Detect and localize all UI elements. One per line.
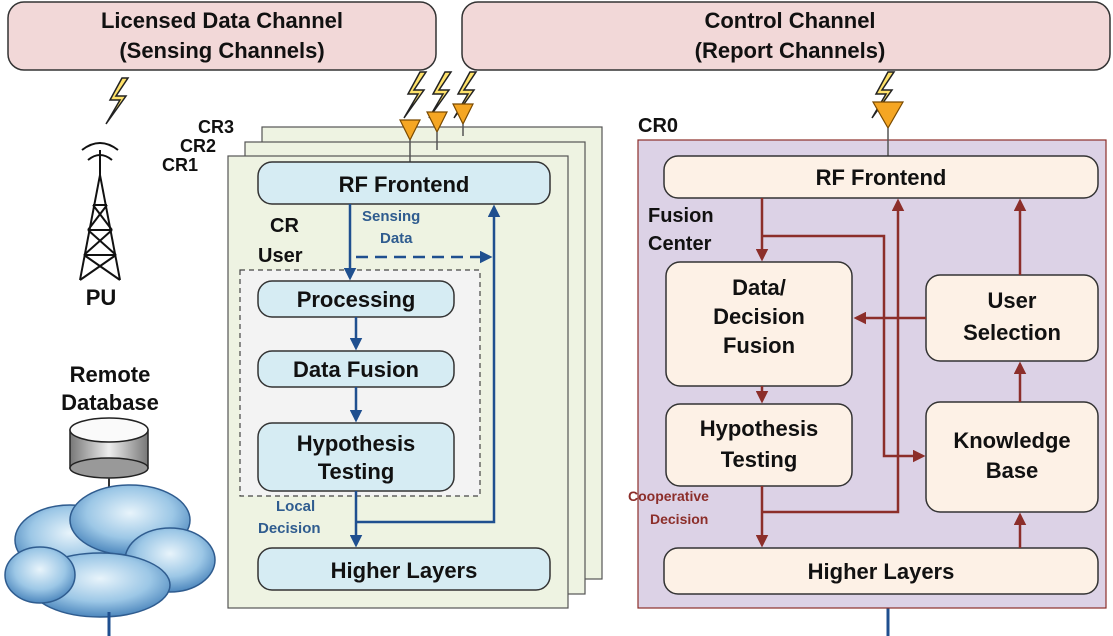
lightning-icon [428, 71, 453, 119]
cr0-label: CR0 [638, 115, 678, 137]
processing-label: Processing [297, 287, 416, 312]
fusion-box-label-line2: Decision [713, 304, 805, 329]
control-channel-subtitle: (Report Channels) [695, 38, 886, 63]
cr-hypothesis-label-line1: Hypothesis [297, 431, 416, 456]
local-decision-label-line2: Decision [258, 520, 321, 537]
user-selection-label-line2: Selection [963, 320, 1061, 345]
cr-hypothesis-label-line2: Testing [318, 459, 395, 484]
antenna-icon [399, 119, 421, 142]
control-channel-title: Control Channel [704, 8, 875, 33]
lightning-icon [403, 71, 428, 119]
antenna-icon [452, 103, 474, 126]
antenna-icon [426, 111, 448, 134]
licensed-channel-subtitle: (Sensing Channels) [119, 38, 324, 63]
licensed-data-channel: Licensed Data Channel (Sensing Channels) [7, 1, 437, 71]
cooperative-decision-label-line2: Decision [650, 511, 708, 527]
cr0-rf-frontend-label: RF Frontend [816, 165, 947, 190]
cr-higher-layers-label: Higher Layers [331, 558, 478, 583]
cr0-arrows [755, 198, 1027, 548]
cr0-rf-frontend-box [663, 155, 1099, 199]
database-label-line1: Remote [70, 362, 151, 387]
cr-higher-layers-box [257, 547, 551, 591]
cr-rf-frontend-box [257, 161, 551, 205]
control-channel: Control Channel (Report Channels) [461, 1, 1111, 71]
fusion-box-label-line1: Data/ [732, 275, 786, 300]
cr-user-arrows [343, 204, 501, 548]
sensing-data-label-line2: Data [380, 230, 413, 247]
licensed-channel-title: Licensed Data Channel [101, 8, 343, 33]
pu-label: PU [86, 285, 117, 310]
fusion-box-label-line3: Fusion [723, 333, 795, 358]
data-fusion-label: Data Fusion [293, 357, 419, 382]
pu-tower-icon [79, 142, 121, 281]
cr-user-label-line1: CR [270, 215, 299, 237]
cooperative-decision-label-line1: Cooperative [628, 488, 709, 504]
cr-antenna-icons [399, 103, 474, 142]
database-label-line2: Database [61, 390, 159, 415]
cr-user-label-line2: User [258, 245, 303, 267]
cr3-label: CR3 [198, 117, 234, 137]
cr0-hypothesis-label-line1: Hypothesis [700, 416, 819, 441]
knowledge-base-box [925, 401, 1099, 513]
fusion-center-label-line1: Fusion [648, 205, 714, 227]
knowledge-base-label-line2: Base [986, 458, 1039, 483]
cr0-hypothesis-box [665, 403, 853, 487]
cr0-higher-layers-box [663, 547, 1099, 595]
cr0-antenna-icon [871, 101, 905, 130]
user-selection-label-line1: User [988, 288, 1037, 313]
cr0-higher-layers-label: Higher Layers [808, 559, 955, 584]
cr2-label: CR2 [180, 136, 216, 156]
fusion-center-label-line2: Center [648, 233, 712, 255]
cr-rf-frontend-label: RF Frontend [339, 172, 470, 197]
cloud-icon [4, 484, 216, 618]
fusion-box [665, 261, 853, 387]
database-icon [69, 417, 149, 479]
sensing-data-label-line1: Sensing [362, 208, 420, 225]
lightning-icons [105, 71, 896, 125]
cr1-label: CR1 [162, 155, 198, 175]
local-decision-label-line1: Local [276, 498, 315, 515]
cr0-hypothesis-label-line2: Testing [721, 447, 798, 472]
lightning-icon [105, 77, 130, 125]
knowledge-base-label-line1: Knowledge [953, 428, 1070, 453]
